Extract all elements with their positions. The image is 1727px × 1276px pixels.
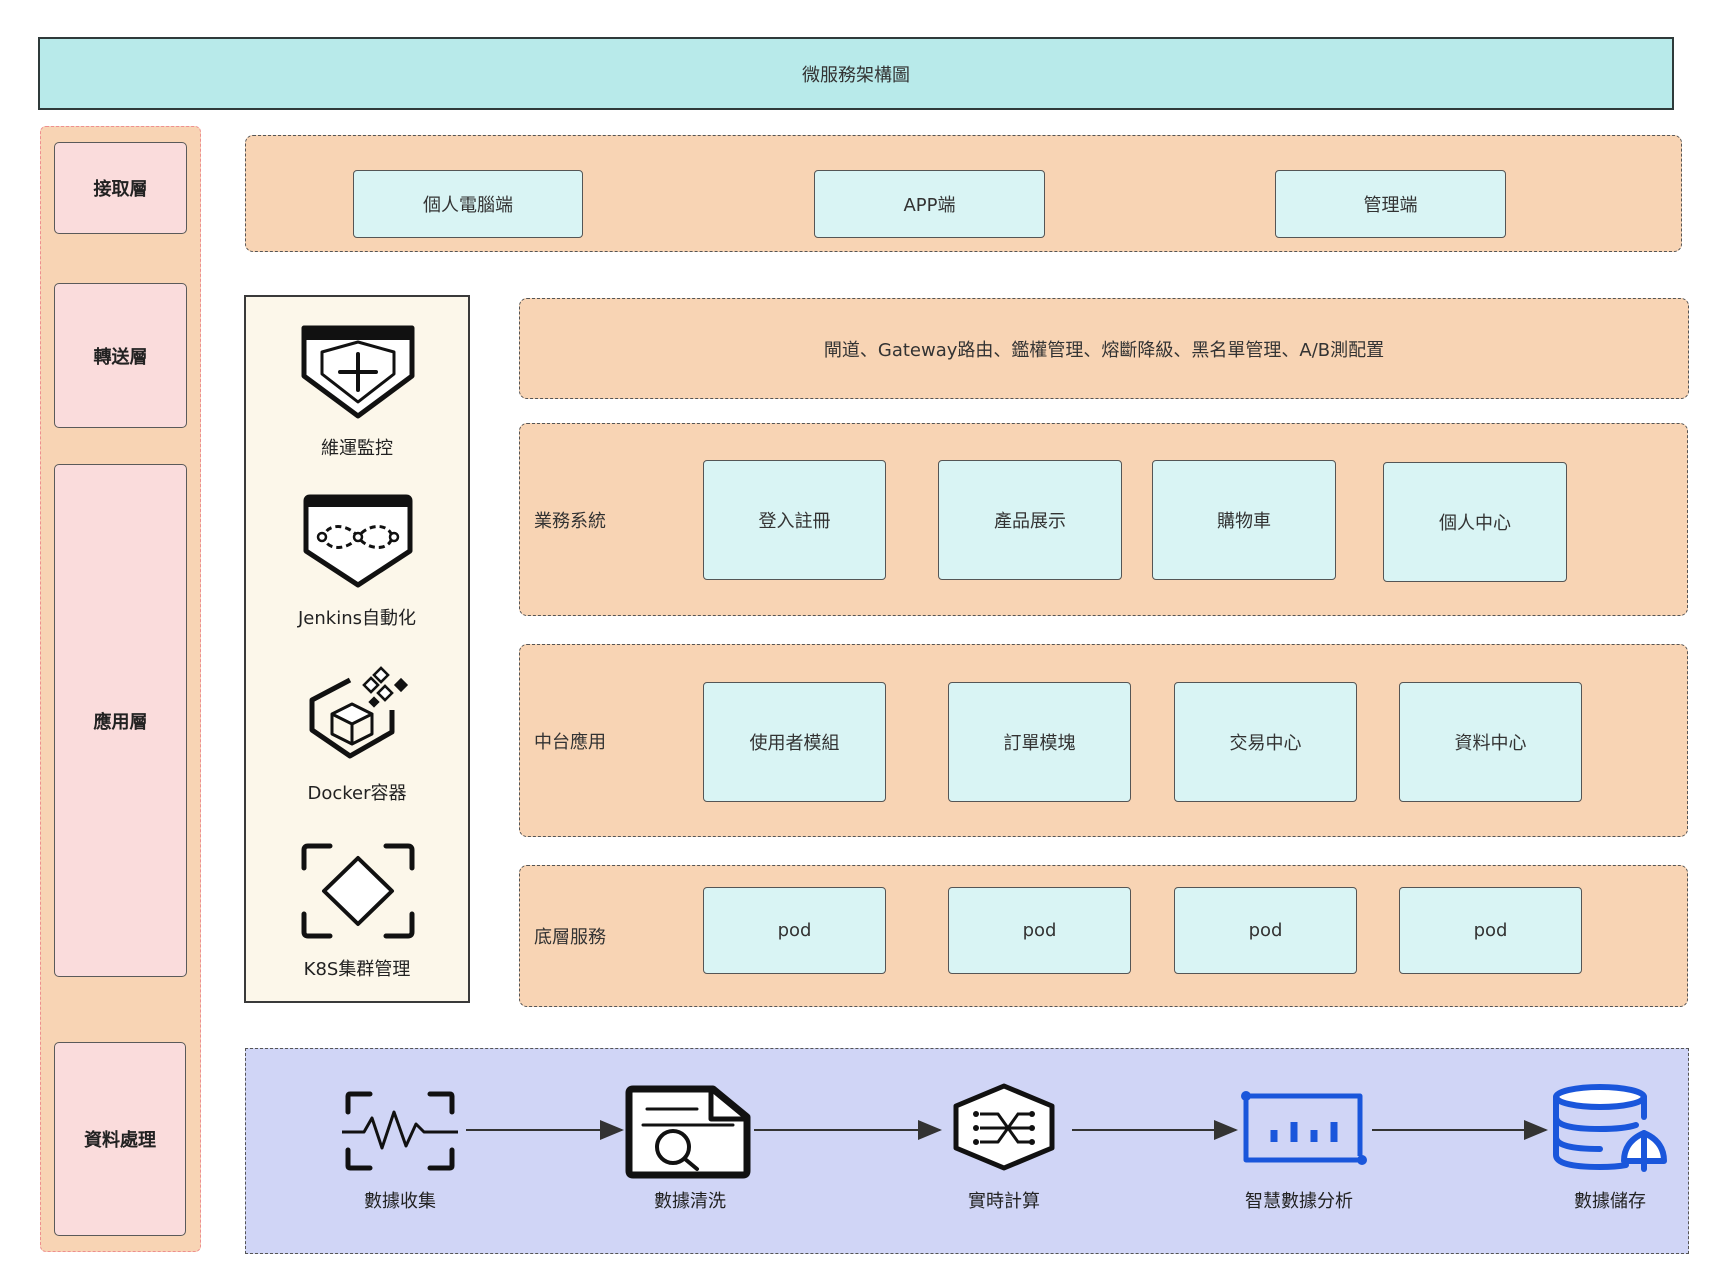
diagram-title: 微服務架構圖 bbox=[38, 37, 1674, 110]
client-admin: 管理端 bbox=[1275, 170, 1506, 238]
middle-group-title: 中台應用 bbox=[534, 732, 606, 753]
bar-chart-icon bbox=[1241, 1091, 1367, 1165]
step-label-storage: 數據儲存 bbox=[1574, 1191, 1646, 1212]
step-label-realtime: 實時計算 bbox=[968, 1191, 1040, 1212]
pod-2: pod bbox=[948, 887, 1131, 974]
step-label-collect: 數據收集 bbox=[364, 1191, 436, 1212]
layer-label-application: 應用層 bbox=[54, 464, 187, 977]
step-label-clean: 數據清洗 bbox=[654, 1191, 726, 1212]
layer-label-access: 接取層 bbox=[54, 142, 187, 234]
step-label-analysis: 智慧數據分析 bbox=[1245, 1191, 1353, 1212]
tool-label-jenkins: Jenkins自動化 bbox=[297, 608, 416, 629]
tool-label-k8s: K8S集群管理 bbox=[303, 959, 411, 980]
tool-label-docker: Docker容器 bbox=[307, 783, 407, 804]
module-profile: 個人中心 bbox=[1383, 462, 1567, 582]
database-icon bbox=[1553, 1084, 1667, 1172]
shield-icon bbox=[301, 325, 415, 419]
pod-4: pod bbox=[1399, 887, 1582, 974]
infinity-icon bbox=[303, 494, 413, 588]
module-product: 產品展示 bbox=[938, 460, 1122, 580]
pod-3: pod bbox=[1174, 887, 1357, 974]
business-group-title: 業務系統 bbox=[534, 511, 606, 532]
client-pc: 個人電腦端 bbox=[353, 170, 583, 238]
waveform-icon bbox=[342, 1091, 458, 1171]
module-order: 訂單模塊 bbox=[948, 682, 1131, 802]
module-login: 登入註冊 bbox=[703, 460, 886, 580]
container-icon bbox=[309, 666, 409, 759]
client-app: APP端 bbox=[814, 170, 1045, 238]
diamond-frame-icon bbox=[301, 843, 415, 939]
pod-1: pod bbox=[703, 887, 886, 974]
hexagon-flow-icon bbox=[953, 1083, 1055, 1171]
module-trade: 交易中心 bbox=[1174, 682, 1357, 802]
gateway-group: 閘道、Gateway路由、鑑權管理、熔斷降級、黑名單管理、A/B測配置 bbox=[519, 298, 1689, 399]
module-data-center: 資料中心 bbox=[1399, 682, 1582, 802]
base-group-title: 底層服務 bbox=[534, 927, 606, 948]
layer-label-data-processing: 資料處理 bbox=[54, 1042, 186, 1236]
tool-label-monitoring: 維運監控 bbox=[321, 438, 393, 459]
module-user: 使用者模組 bbox=[703, 682, 886, 802]
module-cart: 購物車 bbox=[1152, 460, 1336, 580]
layer-label-forward: 轉送層 bbox=[54, 283, 187, 428]
document-search-icon bbox=[625, 1085, 751, 1179]
